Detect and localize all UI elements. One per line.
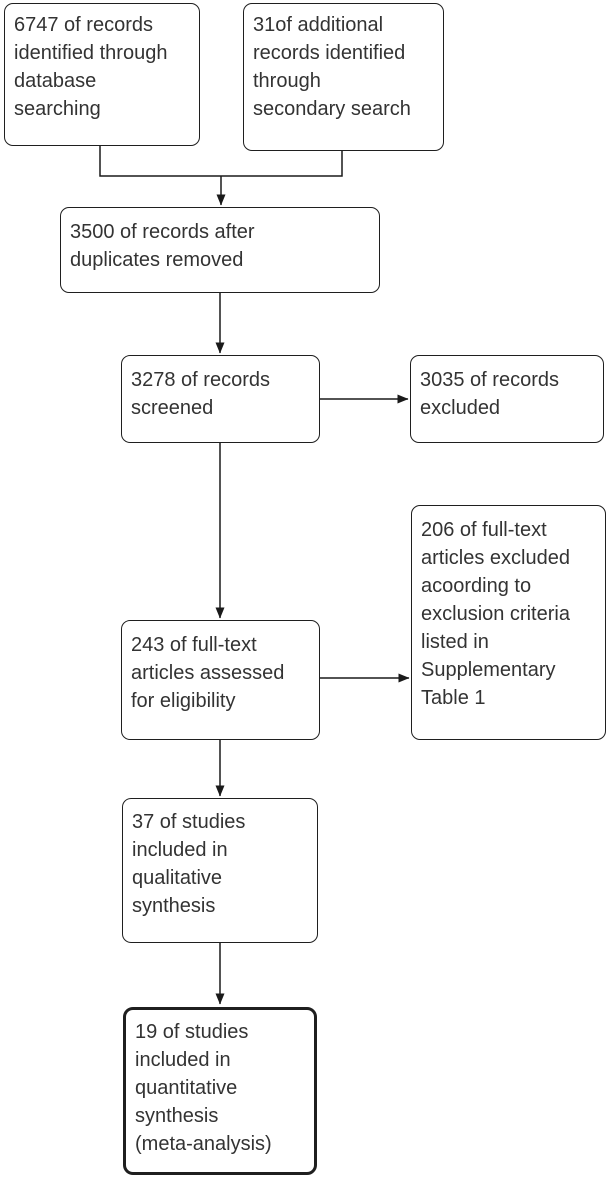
flow-node-records-screened: 3278 of records screened bbox=[121, 355, 320, 443]
flow-node-fulltext-excluded: 206 of full-text articles excluded acoor… bbox=[411, 505, 606, 740]
flow-node-records-excluded: 3035 of records excluded bbox=[410, 355, 604, 443]
flow-node-quantitative-synthesis: 19 of studies included in quantitative s… bbox=[123, 1007, 317, 1175]
flow-node-qualitative-synthesis: 37 of studies included in qualitative sy… bbox=[122, 798, 318, 943]
flow-node-records-after-duplicates: 3500 of records after duplicates removed bbox=[60, 207, 380, 293]
flow-node-records-identified-database: 6747 of records identified through datab… bbox=[4, 3, 200, 146]
flow-node-records-identified-secondary: 31of additional records identified throu… bbox=[243, 3, 444, 151]
flow-node-fulltext-assessed: 243 of full-text articles assessed for e… bbox=[121, 620, 320, 740]
